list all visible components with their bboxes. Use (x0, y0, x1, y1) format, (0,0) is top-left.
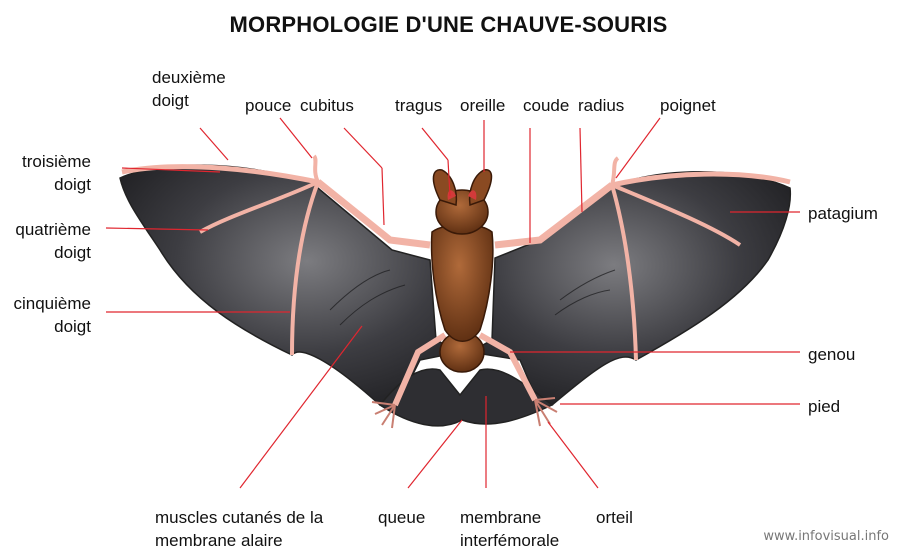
label-quatrieme-doigt-line1: quatrième (15, 218, 91, 241)
label-oreille: oreille (460, 94, 505, 117)
label-membrane-interfemorale: membrane interfémorale (460, 506, 559, 552)
label-deuxieme-doigt-line1: deuxième (152, 66, 226, 89)
leader-troisieme (122, 168, 220, 172)
diagram-title: MORPHOLOGIE D'UNE CHAUVE-SOURIS (0, 12, 897, 38)
label-troisieme-doigt-line1: troisième (22, 150, 91, 173)
label-cinquieme-doigt-line2: doigt (14, 315, 92, 338)
leader-quatrieme (106, 228, 208, 230)
label-coude: coude (523, 94, 569, 117)
source-credit: www.infovisual.info (763, 529, 889, 544)
label-queue: queue (378, 506, 425, 529)
label-quatrieme-doigt-line2: doigt (15, 241, 91, 264)
label-troisieme-doigt: troisième doigt (22, 150, 91, 196)
leader-muscles (240, 326, 362, 488)
label-genou: genou (808, 343, 855, 366)
leader-queue (408, 420, 462, 488)
label-membrane-line2: interfémorale (460, 529, 559, 552)
leader-poignet (616, 118, 660, 178)
leader-pouce (280, 118, 312, 158)
label-muscles-line1: muscles cutanés de la (155, 506, 323, 529)
label-muscles-cutanes: muscles cutanés de la membrane alaire (155, 506, 323, 552)
leader-orteil (548, 422, 598, 488)
label-poignet: poignet (660, 94, 716, 117)
label-quatrieme-doigt: quatrième doigt (15, 218, 91, 264)
label-cinquieme-doigt: cinquième doigt (14, 292, 92, 338)
leader-tragus (422, 128, 448, 160)
label-pouce: pouce (245, 94, 291, 117)
label-pied: pied (808, 395, 840, 418)
leader-radius (580, 128, 582, 212)
label-deuxieme-doigt: deuxième doigt (152, 66, 226, 112)
label-radius: radius (578, 94, 624, 117)
label-membrane-line1: membrane (460, 506, 559, 529)
label-troisieme-doigt-line2: doigt (22, 173, 91, 196)
label-tragus: tragus (395, 94, 442, 117)
leader-deuxieme (200, 128, 228, 160)
label-patagium: patagium (808, 202, 878, 225)
label-deuxieme-doigt-line2: doigt (152, 89, 226, 112)
label-muscles-line2: membrane alaire (155, 529, 323, 552)
leader-cubitus (344, 128, 382, 168)
label-cubitus: cubitus (300, 94, 354, 117)
label-cinquieme-doigt-line1: cinquième (14, 292, 92, 315)
label-orteil: orteil (596, 506, 633, 529)
